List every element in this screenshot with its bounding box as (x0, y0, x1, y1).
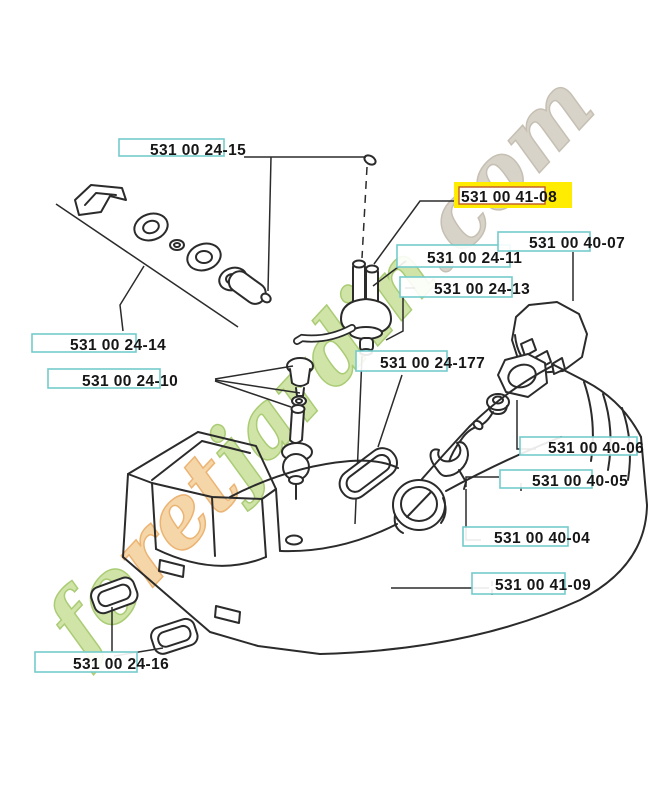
part-number: 531 00 24-11 (427, 250, 522, 267)
part-label-41-09[interactable]: 531 00 41-09 (471, 572, 591, 595)
part-number: 531 00 24-16 (73, 656, 169, 673)
part-number: 531 00 41-09 (495, 577, 591, 594)
part-number: 531 00 40-04 (494, 530, 590, 547)
part-number: 531 00 40-06 (548, 440, 644, 457)
part-label-41-08-highlighted[interactable]: 531 00 41-08 (454, 182, 572, 208)
part-number: 531 00 41-08 (461, 189, 557, 206)
part-label-24-177[interactable]: 531 00 24-177 (355, 350, 485, 372)
filler-collar-drawing (392, 479, 447, 534)
part-label-40-04[interactable]: 531 00 40-04 (462, 526, 590, 547)
duct-gasket-drawing (338, 447, 398, 500)
highlight-inner-box (458, 186, 546, 205)
fuel-filter-assembly-drawing (55, 184, 272, 328)
part-number: 531 00 40-05 (532, 473, 628, 490)
fuel-cap-drawing (429, 301, 588, 490)
part-label-24-15[interactable]: 531 00 24-15 (118, 138, 246, 159)
part-number: 531 00 24-177 (380, 355, 485, 372)
part-number: 531 00 40-07 (529, 235, 625, 252)
part-number: 531 00 24-13 (434, 281, 530, 298)
tank-cradle-drawing (122, 431, 321, 655)
part-label-40-06[interactable]: 531 00 40-06 (519, 436, 644, 457)
part-label-24-10[interactable]: 531 00 24-10 (47, 368, 178, 390)
rubber-mount-pads-drawing (90, 576, 199, 655)
part-number: 531 00 24-10 (82, 373, 178, 390)
part-number: 531 00 24-15 (150, 142, 246, 159)
tank-grommet-drawing (293, 154, 392, 525)
part-label-24-16[interactable]: 531 00 24-16 (34, 651, 169, 673)
part-label-24-13[interactable]: 531 00 24-13 (399, 276, 530, 298)
part-label-40-05[interactable]: 531 00 40-05 (499, 469, 628, 490)
part-label-40-07[interactable]: 531 00 40-07 (497, 231, 625, 252)
fuel-tank-drawing (229, 364, 648, 655)
part-label-24-11[interactable]: 531 00 24-11 (396, 244, 522, 268)
part-number: 531 00 24-14 (70, 337, 166, 354)
part-label-24-14[interactable]: 531 00 24-14 (31, 333, 166, 354)
